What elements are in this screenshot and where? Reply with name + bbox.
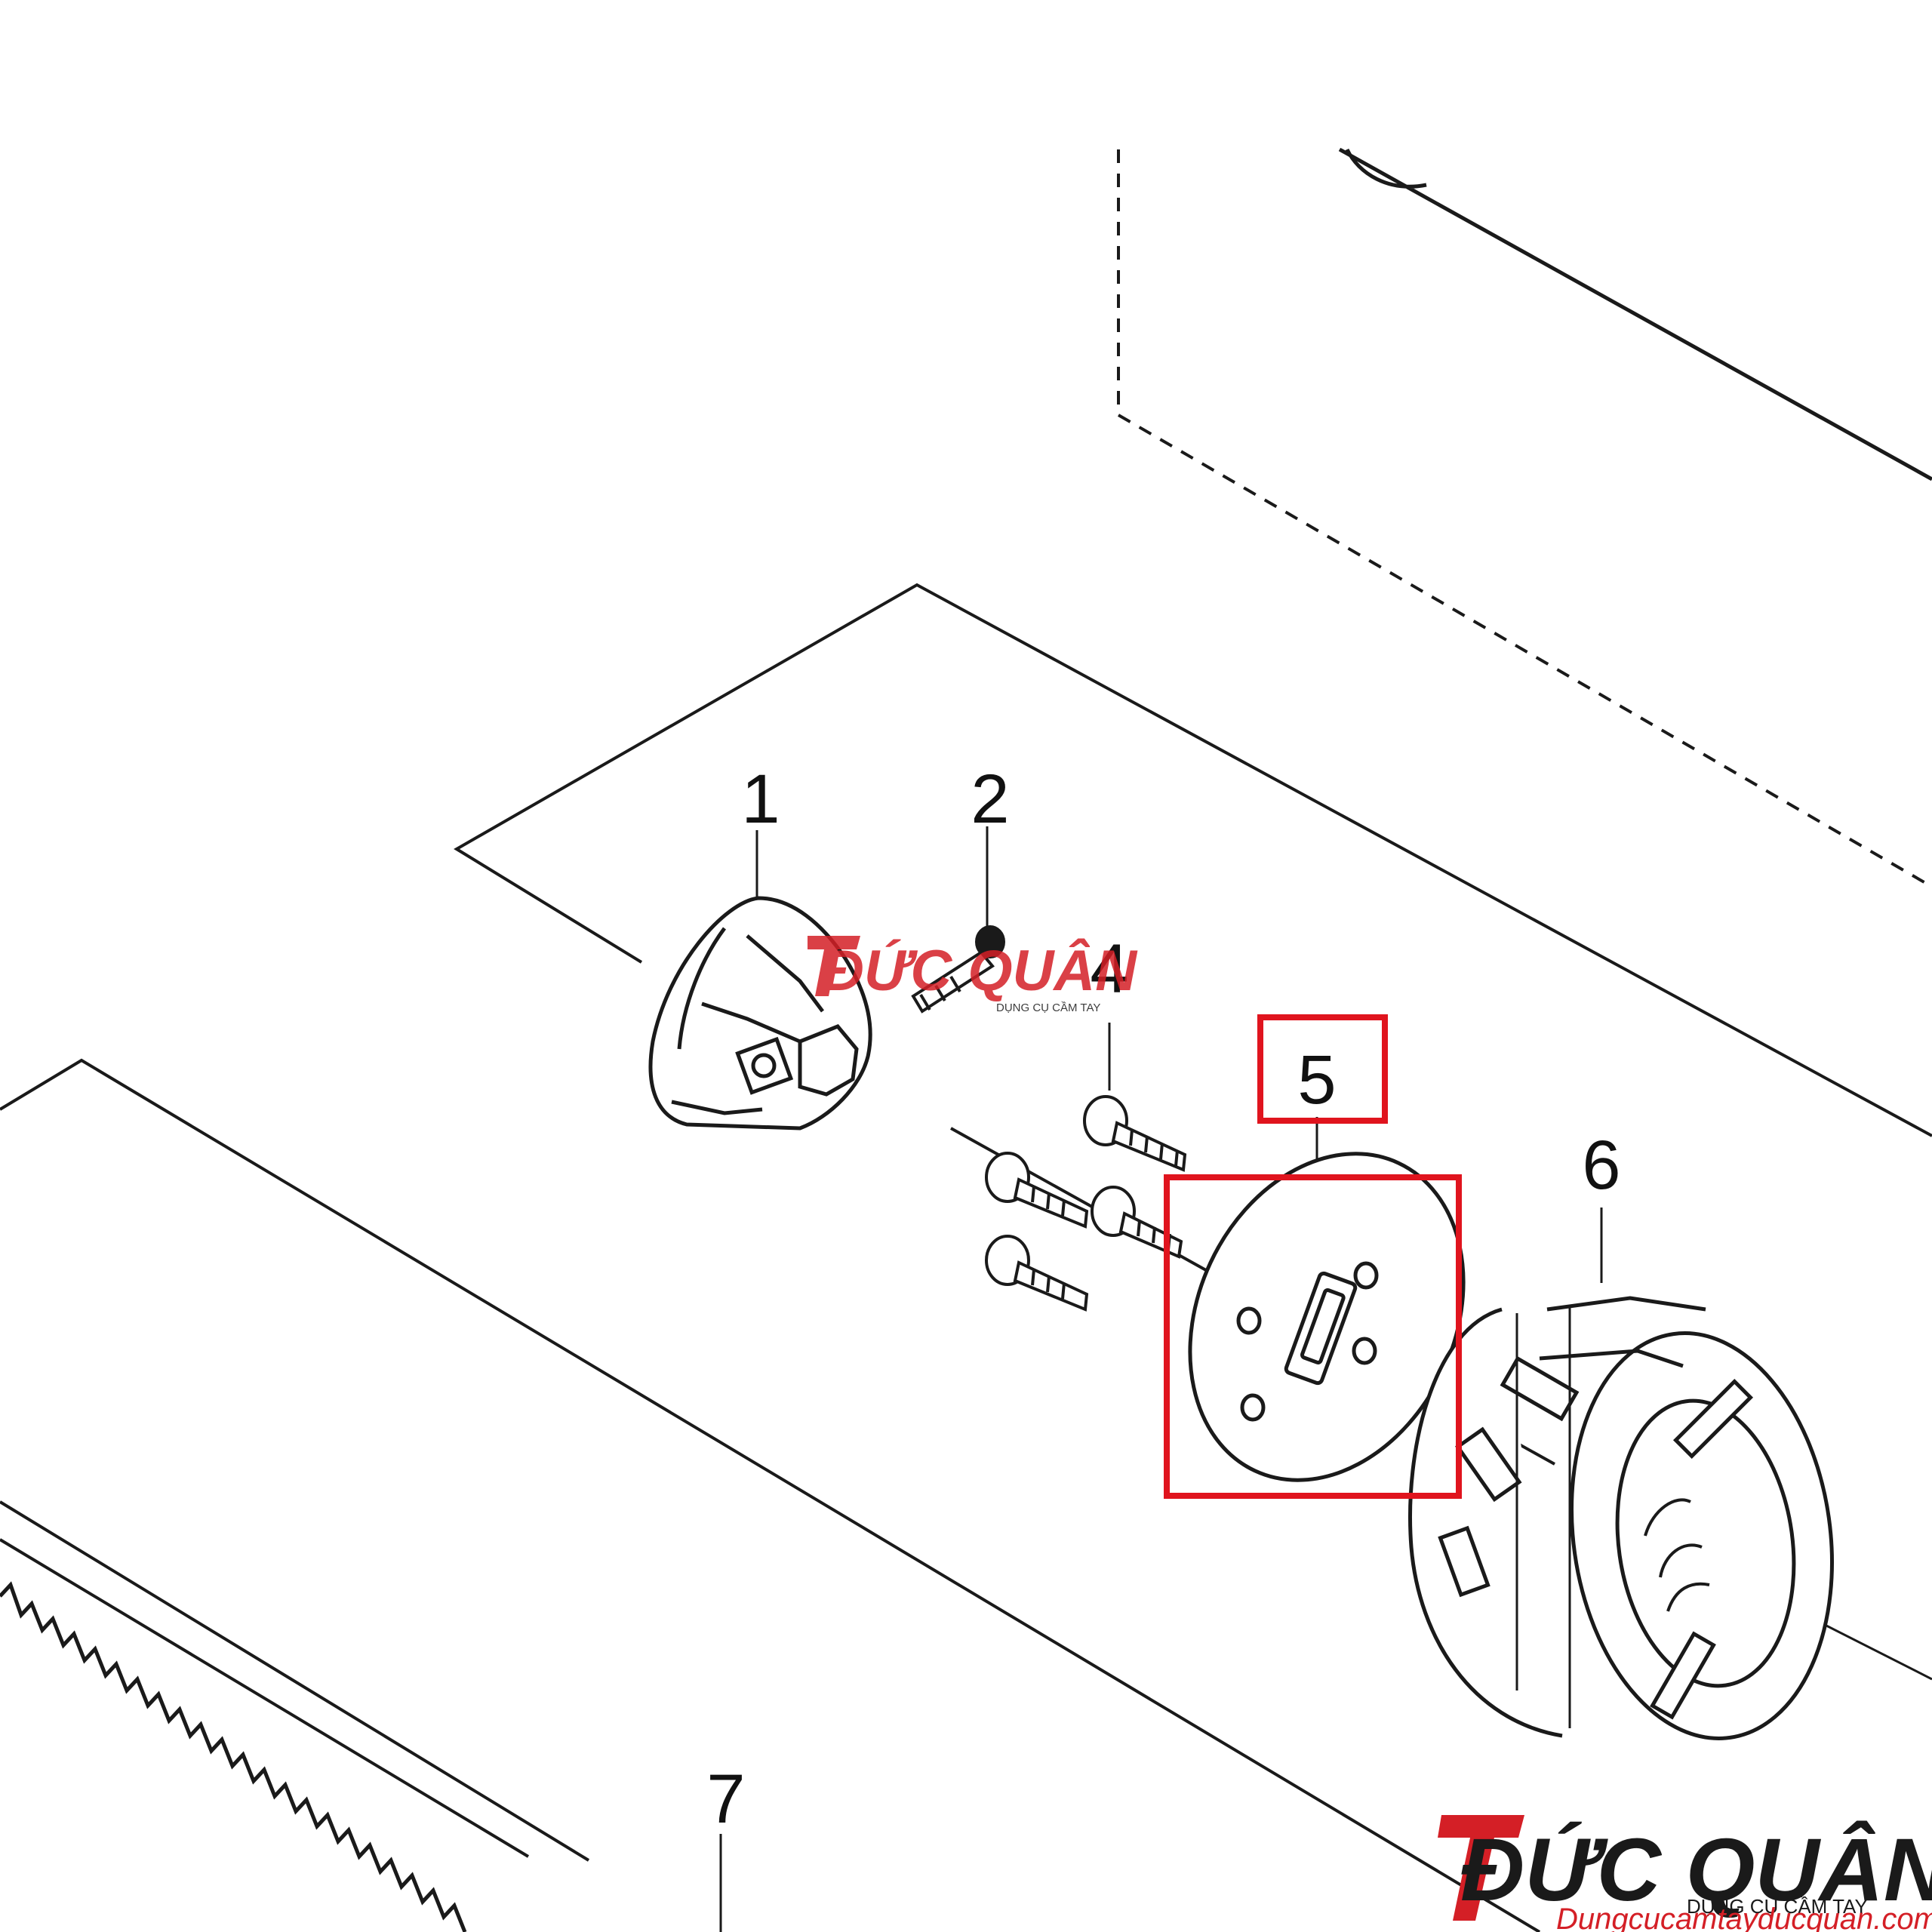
callout-5: 5 (1297, 1041, 1336, 1118)
part-1-bracket (648, 896, 872, 1131)
highlight-box-label-5 (1257, 1014, 1388, 1124)
callout-7: 7 (706, 1761, 745, 1838)
corner-watermark: ĐỨC QUÂN DỤNG CỤ CẦM TAY Dungcucamtayduc… (1438, 1815, 1932, 1932)
center-watermark-tagline: DỤNG CỤ CẦM TAY (996, 1001, 1100, 1014)
center-watermark-logo-mark (808, 936, 860, 996)
callout-2: 2 (971, 761, 1009, 838)
corner-watermark-brand: ĐỨC QUÂN (1460, 1820, 1932, 1920)
corner-watermark-tagline: DỤNG CỤ CẦM TAY (1687, 1895, 1868, 1918)
center-watermark-brand: ĐỨC QUÂN (823, 938, 1138, 1003)
part-2-screw (911, 925, 1005, 1014)
guide-rail-teeth (0, 1581, 467, 1932)
callout-4: 4 (1090, 931, 1128, 1008)
housing-dashed-outline (1117, 149, 1932, 888)
corner-watermark-logo-mark (1438, 1815, 1524, 1921)
upper-body-edge (1338, 147, 1932, 481)
corner-watermark-url: Dungcucamtayducquan.com (1556, 1903, 1932, 1932)
part-6-nut (1408, 1296, 1834, 1740)
callout-6: 6 (1582, 1127, 1620, 1204)
guide-rail (0, 1058, 1541, 1932)
part-5-plate (1188, 1152, 1466, 1482)
highlight-box-part-5 (1164, 1174, 1462, 1499)
center-watermark: ĐỨC QUÂN DỤNG CỤ CẦM TAY (808, 936, 1138, 1014)
part-4-screws (985, 1095, 1187, 1312)
callout-1: 1 (741, 761, 780, 838)
